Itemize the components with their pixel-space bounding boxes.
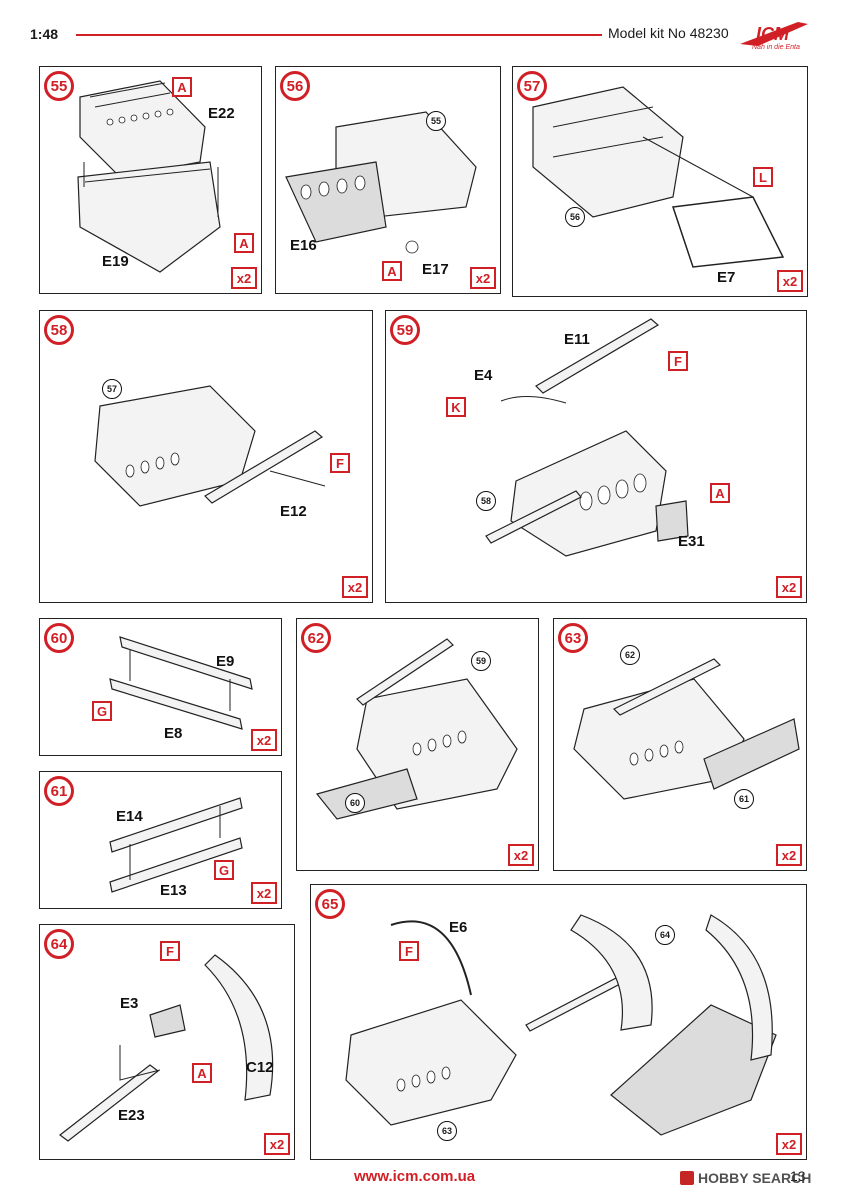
quantity-badge: x2: [776, 576, 802, 598]
paint-callout-k: K: [446, 397, 466, 417]
hobby-search-logo-icon: [680, 1171, 694, 1185]
website-link[interactable]: www.icm.com.ua: [354, 1168, 476, 1185]
part-label-e7: E7: [717, 269, 736, 286]
part-label-e4: E4: [474, 367, 493, 384]
airplane-logo-icon: [740, 22, 808, 46]
part-label-e14: E14: [116, 808, 143, 825]
step-58-panel: 58 57 F E12 x2: [39, 310, 373, 603]
scale-label: 1:48: [30, 26, 59, 42]
brand-logo: ICM Nah in die Enta: [738, 14, 818, 54]
paint-callout-l: L: [753, 167, 773, 187]
step-number: 59: [390, 315, 420, 345]
quantity-badge: x2: [231, 267, 257, 289]
paint-callout-a: A: [192, 1063, 212, 1083]
page-header: 1:48 Model kit No 48230 ICM Nah in die E…: [0, 0, 849, 51]
step-57-panel: 57 L 56 E7 x2: [512, 66, 808, 297]
page-number: 13: [790, 1168, 806, 1184]
part-label-e22: E22: [208, 105, 235, 122]
quantity-badge: x2: [777, 270, 803, 292]
step-number: 56: [280, 71, 310, 101]
step-62-drawing: [315, 638, 518, 820]
step-63-panel: 63 62 61 x2: [553, 618, 807, 871]
paint-callout-a: A: [234, 233, 254, 253]
step-number: 57: [517, 71, 547, 101]
quantity-badge: x2: [776, 844, 802, 866]
quantity-badge: x2: [264, 1133, 290, 1155]
part-label-e16: E16: [290, 237, 317, 254]
step-number: 60: [44, 623, 74, 653]
part-label-e17: E17: [422, 261, 449, 278]
paint-callout-f: F: [160, 941, 180, 961]
step-60-drawing: [109, 636, 253, 730]
part-label-e12: E12: [280, 503, 307, 520]
part-label-e9: E9: [216, 653, 235, 670]
step-61-drawing: [109, 797, 243, 893]
part-label-e3: E3: [120, 995, 139, 1012]
quantity-badge: x2: [470, 267, 496, 289]
part-label-e31: E31: [678, 533, 705, 550]
watermark: HOBBY SEARCH: [680, 1170, 811, 1186]
step-reference: 55: [426, 111, 446, 131]
step-reference: 56: [565, 207, 585, 227]
step-61-panel: 61 E14 G E13 x2: [39, 771, 282, 909]
step-55-drawing: [77, 80, 221, 273]
part-label-e19: E19: [102, 253, 129, 270]
step-number: 58: [44, 315, 74, 345]
part-label-e13: E13: [160, 882, 187, 899]
paint-callout-a: A: [172, 77, 192, 97]
header-rule: [76, 34, 602, 36]
step-60-panel: 60 E9 G E8 x2: [39, 618, 282, 756]
part-label-e8: E8: [164, 725, 183, 742]
step-64-panel: 64 F E3 A C12 E23 x2: [39, 924, 295, 1160]
paint-callout-f: F: [668, 351, 688, 371]
step-64-drawing: [59, 954, 274, 1142]
step-65-panel: 65 F E6 64 63 x2: [310, 884, 807, 1160]
quantity-badge: x2: [508, 844, 534, 866]
part-label-c12: C12: [246, 1059, 274, 1076]
paint-callout-a: A: [382, 261, 402, 281]
part-label-e6: E6: [449, 919, 468, 936]
step-number: 65: [315, 889, 345, 919]
step-number: 55: [44, 71, 74, 101]
paint-callout-f: F: [330, 453, 350, 473]
quantity-badge: x2: [342, 576, 368, 598]
step-63-drawing: [573, 658, 800, 800]
step-65-drawing: [345, 914, 777, 1136]
step-56-drawing: [285, 111, 477, 254]
step-57-drawing: [532, 86, 785, 268]
step-number: 63: [558, 623, 588, 653]
step-reference: 59: [471, 651, 491, 671]
step-reference: 60: [345, 793, 365, 813]
part-label-e11: E11: [564, 331, 590, 348]
step-reference: 64: [655, 925, 675, 945]
paint-callout-f: F: [399, 941, 419, 961]
model-kit-number: Model kit No 48230: [608, 25, 729, 41]
brand-tagline: Nah in die Enta: [752, 44, 800, 51]
step-56-panel: 56 55 E16 A E17 x2: [275, 66, 501, 294]
step-number: 62: [301, 623, 331, 653]
step-55-panel: 55 A E22 A E19 x2: [39, 66, 262, 294]
step-number: 61: [44, 776, 74, 806]
part-label-e23: E23: [118, 1107, 145, 1124]
quantity-badge: x2: [251, 729, 277, 751]
step-62-panel: 62 59 60 x2: [296, 618, 539, 871]
step-number: 64: [44, 929, 74, 959]
step-reference: 61: [734, 789, 754, 809]
step-59-drawing: [485, 318, 689, 557]
quantity-badge: x2: [776, 1133, 802, 1155]
paint-callout-a: A: [710, 483, 730, 503]
step-reference: 63: [437, 1121, 457, 1141]
step-58-drawing: [94, 385, 326, 507]
step-reference: 62: [620, 645, 640, 665]
brand-name: ICM: [756, 24, 789, 44]
step-reference: 58: [476, 491, 496, 511]
step-reference: 57: [102, 379, 122, 399]
quantity-badge: x2: [251, 882, 277, 904]
watermark-text: HOBBY SEARCH: [698, 1170, 812, 1186]
paint-callout-g: G: [92, 701, 112, 721]
step-59-panel: 59 E11 F E4 K 58 A E31 x2: [385, 310, 807, 603]
paint-callout-g: G: [214, 860, 234, 880]
